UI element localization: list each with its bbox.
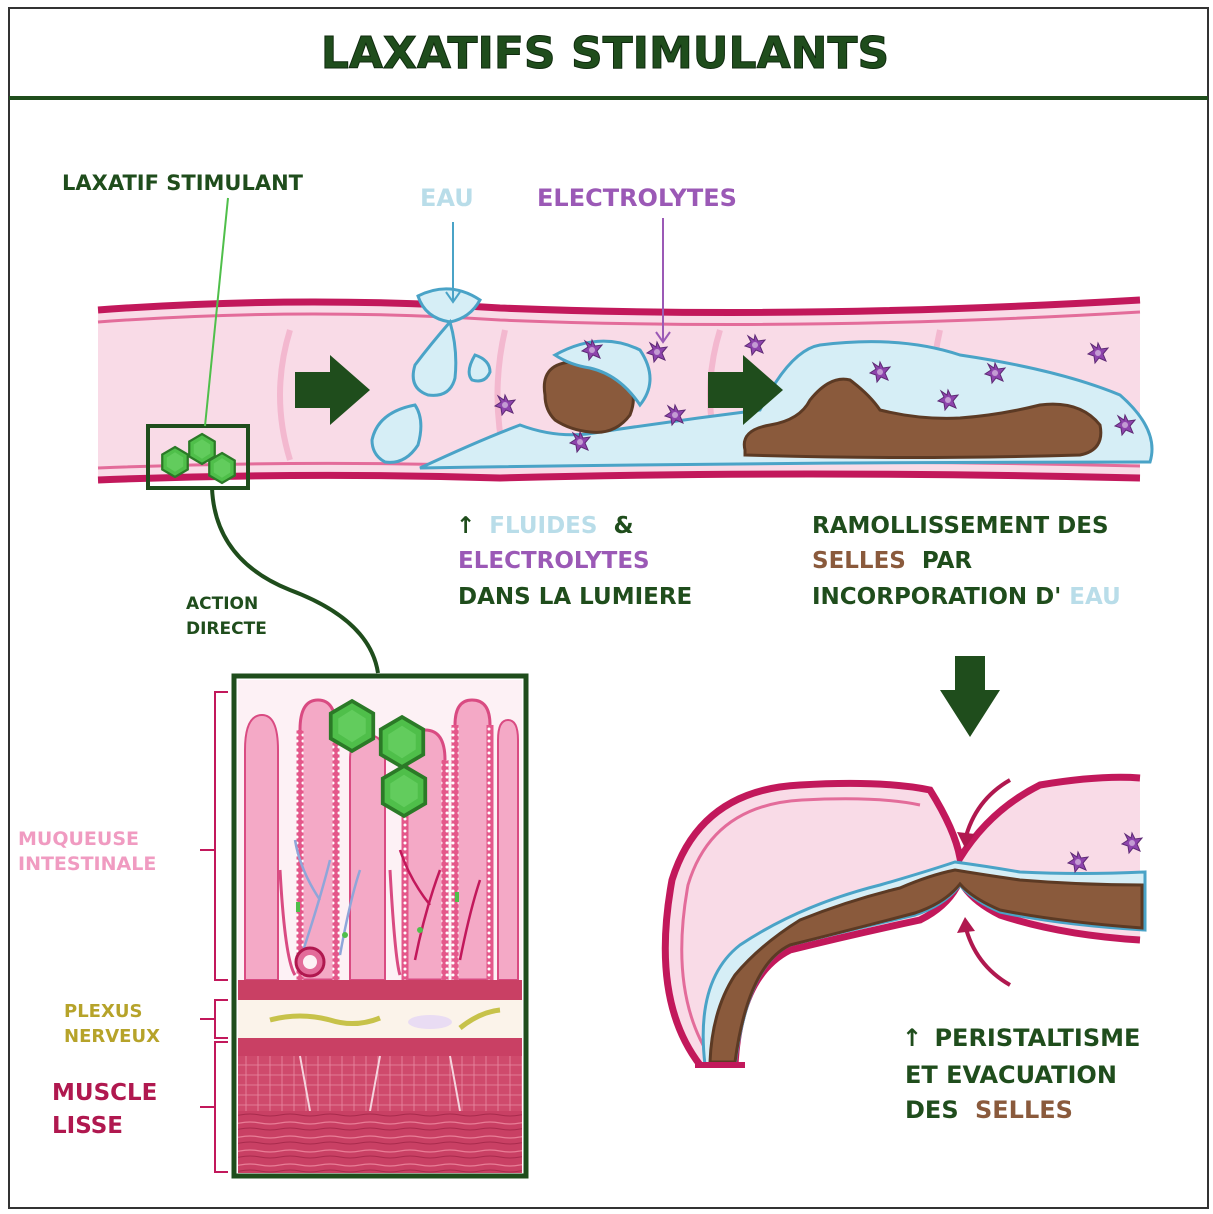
plexus-label-line2: NERVEUX: [64, 1026, 160, 1047]
ramollissement-line3: INCORPORATION D' EAU: [812, 584, 1121, 610]
par-word: PAR: [922, 548, 973, 574]
muscle-circular-layer: [238, 1056, 522, 1111]
selles-word: SELLES: [812, 548, 906, 574]
peristaltisme-line1: ↑ PERISTALTISME: [902, 1024, 1140, 1052]
muscle-label-line2: LISSE: [52, 1113, 123, 1139]
drug-hexagon-3: [383, 766, 426, 816]
eau-word: EAU: [1069, 584, 1120, 610]
action-label-line2: DIRECTE: [186, 619, 267, 639]
eau-label: EAU: [420, 184, 474, 212]
plexus-label-line1: PLEXUS: [64, 1001, 142, 1022]
fluids-label-line2: ELECTROLYTES: [458, 548, 650, 574]
selles-word-2: SELLES: [975, 1096, 1073, 1124]
muqueuse-label-line1: MUQUEUSE: [18, 828, 139, 850]
incorporation-word: INCORPORATION D': [812, 584, 1061, 610]
fluides-word: FLUIDES: [489, 513, 597, 539]
laxatif-label: LAXATIF STIMULANT: [62, 171, 304, 195]
up-arrow-icon-2: ↑: [902, 1024, 922, 1052]
page-title: LAXATIFS STIMULANTS: [321, 28, 889, 79]
tissue-zoom-box: [234, 676, 526, 1176]
drug-hexagon-1: [331, 701, 374, 751]
fluids-label-line3: DANS LA LUMIERE: [458, 584, 692, 610]
ramollissement-line1: RAMOLLISSEMENT DES: [812, 513, 1109, 539]
drug-hexagon-2: [381, 717, 424, 767]
peristaltisme-line3: DES SELLES: [905, 1096, 1073, 1124]
electrolytes-label: ELECTROLYTES: [537, 184, 737, 212]
muscle-longitudinal-layer: [238, 1111, 522, 1173]
action-label-line1: ACTION: [186, 594, 258, 614]
peristaltisme-line2: ET EVACUATION: [905, 1061, 1117, 1089]
up-arrow-icon: ↑: [456, 513, 475, 539]
amp-word: &: [613, 513, 633, 539]
muscle-label-line1: MUSCLE: [52, 1080, 157, 1106]
muqueuse-label-line2: INTESTINALE: [18, 853, 156, 875]
ramollissement-line2: SELLES PAR: [812, 548, 972, 574]
